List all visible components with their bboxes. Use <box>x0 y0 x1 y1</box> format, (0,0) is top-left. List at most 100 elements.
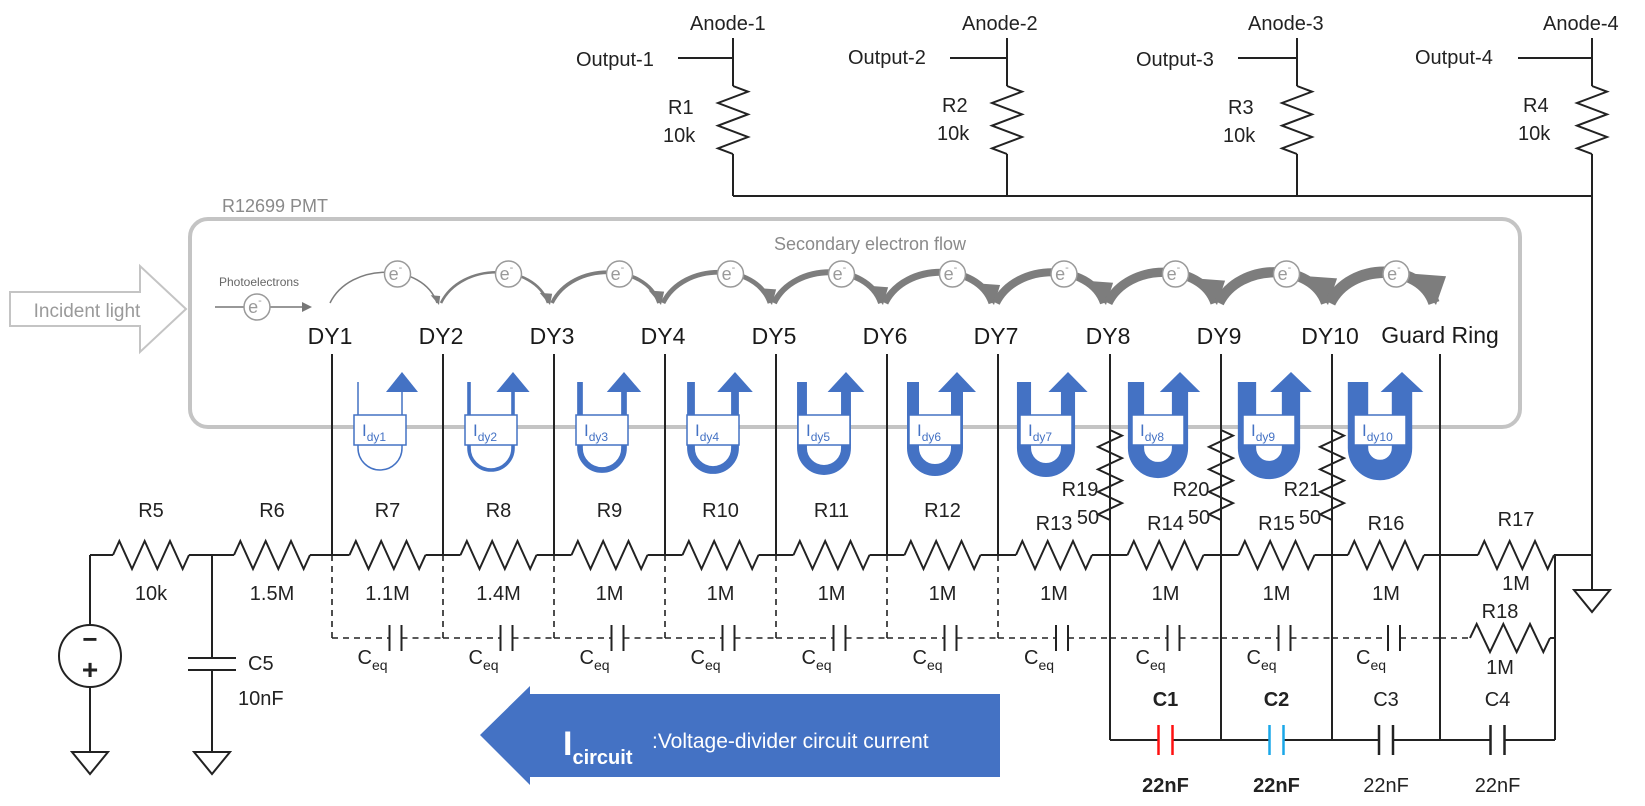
electron-icon <box>938 260 967 288</box>
secondary-electron-arc <box>439 271 550 304</box>
dynode-label: DY5 <box>752 323 797 349</box>
resistor-value: 1M <box>1486 657 1514 679</box>
ceq-label: Ceq <box>802 647 832 673</box>
dynode-label: DY4 <box>641 323 686 349</box>
ceq-capacitor <box>1055 625 1069 651</box>
circuit-current-description: :Voltage-divider circuit current <box>652 730 929 753</box>
ground-symbol <box>1571 589 1613 614</box>
dynode-current-loop <box>797 382 851 475</box>
resistor-name: R19 <box>1062 479 1099 501</box>
resistor-value: 1.5M <box>250 583 294 605</box>
resistor-value: 1.1M <box>365 583 409 605</box>
divider-resistor <box>1237 538 1316 572</box>
dynode-current-loop <box>687 382 739 474</box>
output-label: Output-1 <box>576 49 654 71</box>
ceq-label: Ceq <box>913 647 943 673</box>
electron-icon <box>605 260 634 288</box>
pmt-frame <box>188 217 1522 429</box>
dynode-current-loop <box>907 382 963 476</box>
dynode-label: DY1 <box>308 323 353 349</box>
voltage-divider: R510kR61.5MR71.1MR81.4MR91MR101MR111MR12… <box>58 354 1592 797</box>
ceq-capacitor <box>943 625 958 651</box>
pmt-title: R12699 PMT <box>222 196 328 216</box>
resistor-name: R16 <box>1368 513 1405 535</box>
resistor-name: R18 <box>1482 601 1519 623</box>
electron-icon <box>383 260 412 288</box>
resistor-value: 10k <box>937 123 970 145</box>
dynode-current-arrowhead <box>1380 372 1424 392</box>
dynode-current-arrowhead <box>827 372 865 392</box>
ceq-label: Ceq <box>1356 647 1386 673</box>
resistor-value: 10k <box>1518 123 1551 145</box>
capacitor-value: 10nF <box>238 688 284 710</box>
electron-icon <box>1382 260 1410 288</box>
resistor-name: R11 <box>814 500 849 522</box>
secondary-flow-label: Secondary electron flow <box>774 234 967 254</box>
pmt-box: R12699 PMT Secondary electron flow Photo… <box>188 196 1522 481</box>
dynode-current-arrowhead <box>606 372 642 392</box>
electron-icon <box>827 260 856 288</box>
resistor-value: 1M <box>707 583 735 605</box>
dynode-current-loop <box>577 382 627 473</box>
dynode-current-arrowhead <box>1270 372 1312 392</box>
dynode-current-box <box>1242 414 1296 446</box>
capacitor-value: 22nF <box>1363 775 1409 797</box>
source-plus-sign: + <box>82 654 98 685</box>
divider-resistor <box>681 538 760 572</box>
ceq-label: Ceq <box>1024 647 1054 673</box>
divider-resistor <box>459 538 538 572</box>
dynode-current-arrowhead <box>1048 372 1088 392</box>
ceq-label: Ceq <box>358 647 388 673</box>
dynode-current-arrowhead <box>717 372 753 392</box>
resistor-name: R20 <box>1173 479 1210 501</box>
resistor-name: R1 <box>668 97 694 119</box>
ceq-capacitor <box>721 625 736 651</box>
resistor-value: 50 <box>1299 507 1321 529</box>
divider-resistor <box>903 538 982 572</box>
ground-symbol <box>69 751 111 776</box>
anode-label: Anode-4 <box>1543 13 1619 35</box>
damping-resistor <box>1206 429 1236 521</box>
ceq-label: Ceq <box>469 647 499 673</box>
secondary-electron-arrowhead <box>757 288 777 305</box>
anode-resistor <box>989 85 1025 155</box>
electron-icon <box>494 260 523 288</box>
resistor-name: R12 <box>924 500 961 522</box>
damping-resistor <box>1095 429 1125 521</box>
resistor-name: R14 <box>1147 513 1184 535</box>
resistor-value: 1M <box>1263 583 1291 605</box>
resistor-name: R8 <box>486 500 512 522</box>
electron-icon <box>716 260 745 288</box>
resistor-value: 10k <box>663 125 696 147</box>
resistor-value: 1M <box>1152 583 1180 605</box>
ceq-label: Ceq <box>580 647 610 673</box>
resistor-name: R10 <box>702 500 739 522</box>
resistor-name: R3 <box>1228 97 1254 119</box>
secondary-electron-arc <box>881 268 996 305</box>
divider-resistor <box>1477 538 1555 572</box>
resistor-name: R7 <box>375 500 401 522</box>
secondary-electron-arc <box>550 270 661 304</box>
incident-light-label: Incident light <box>34 301 141 322</box>
resistor-value: 10k <box>1223 125 1256 147</box>
resistor-value: 1M <box>1040 583 1068 605</box>
output-label: Output-2 <box>848 47 926 69</box>
dynode-current-arrowhead <box>1159 372 1201 392</box>
electron-icon <box>1272 260 1301 288</box>
circuit-current-arrow: Icircuit :Voltage-divider circuit curren… <box>480 686 1000 785</box>
divider-resistor <box>1347 538 1425 572</box>
damping-resistor <box>1317 429 1347 521</box>
ceq-capacitor <box>610 625 625 651</box>
anode-label: Anode-3 <box>1248 13 1324 35</box>
resistor-name: R13 <box>1036 513 1073 535</box>
divider-resistor <box>1126 538 1205 572</box>
ceq-label: Ceq <box>1247 647 1277 673</box>
divider-resistor <box>792 538 871 572</box>
dynode-current-box <box>1131 414 1185 446</box>
ground-symbol <box>191 751 233 776</box>
output-label: Output-4 <box>1415 47 1493 69</box>
dynode-label: DY10 <box>1301 323 1359 349</box>
resistor-name: R15 <box>1258 513 1295 535</box>
c5-capacitor <box>188 657 236 671</box>
